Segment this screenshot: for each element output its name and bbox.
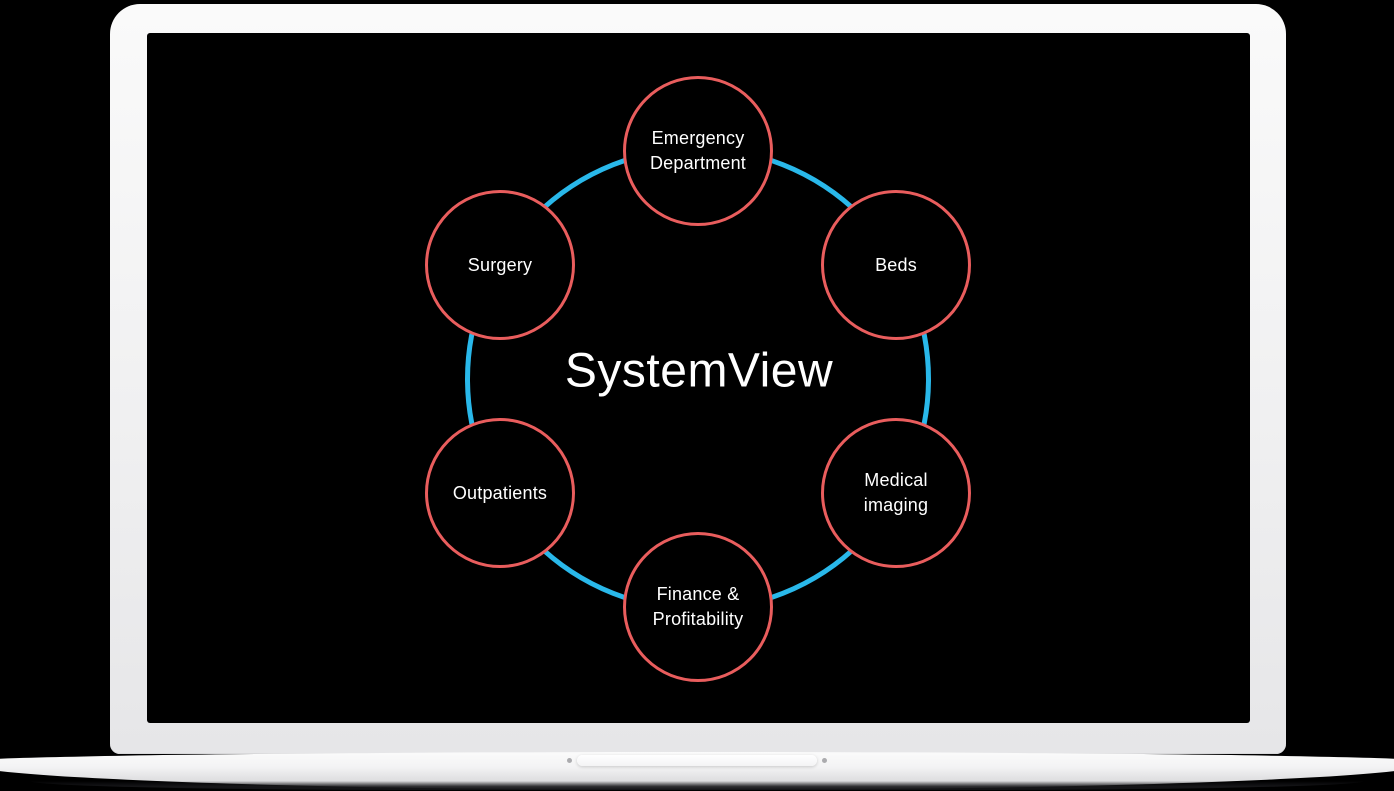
node-emergency-department: Emergency Department <box>623 76 773 226</box>
node-outpatients-label: Outpatients <box>452 482 548 503</box>
node-beds: Beds <box>821 190 971 340</box>
node-beds-label: Beds <box>875 254 917 275</box>
laptop-lid: Emergency Department Beds Medical imagin… <box>110 4 1286 754</box>
node-medical-imaging: Medical imaging <box>821 418 971 568</box>
node-surgery-label: Surgery <box>467 254 533 275</box>
laptop-base <box>0 752 1394 790</box>
node-finance-profitability: Finance & Profitability <box>623 532 773 682</box>
node-finance-profitability-label: Finance & Profitability <box>652 584 744 629</box>
laptop-base-notch <box>567 755 827 766</box>
node-emergency-department-label: Emergency Department <box>649 128 747 173</box>
node-outpatients: Outpatients <box>425 418 575 568</box>
diagram-title: SystemView <box>564 344 834 398</box>
node-surgery: Surgery <box>425 190 575 340</box>
node-medical-imaging-label: Medical imaging <box>863 470 929 515</box>
laptop-screen: Emergency Department Beds Medical imagin… <box>147 33 1250 723</box>
